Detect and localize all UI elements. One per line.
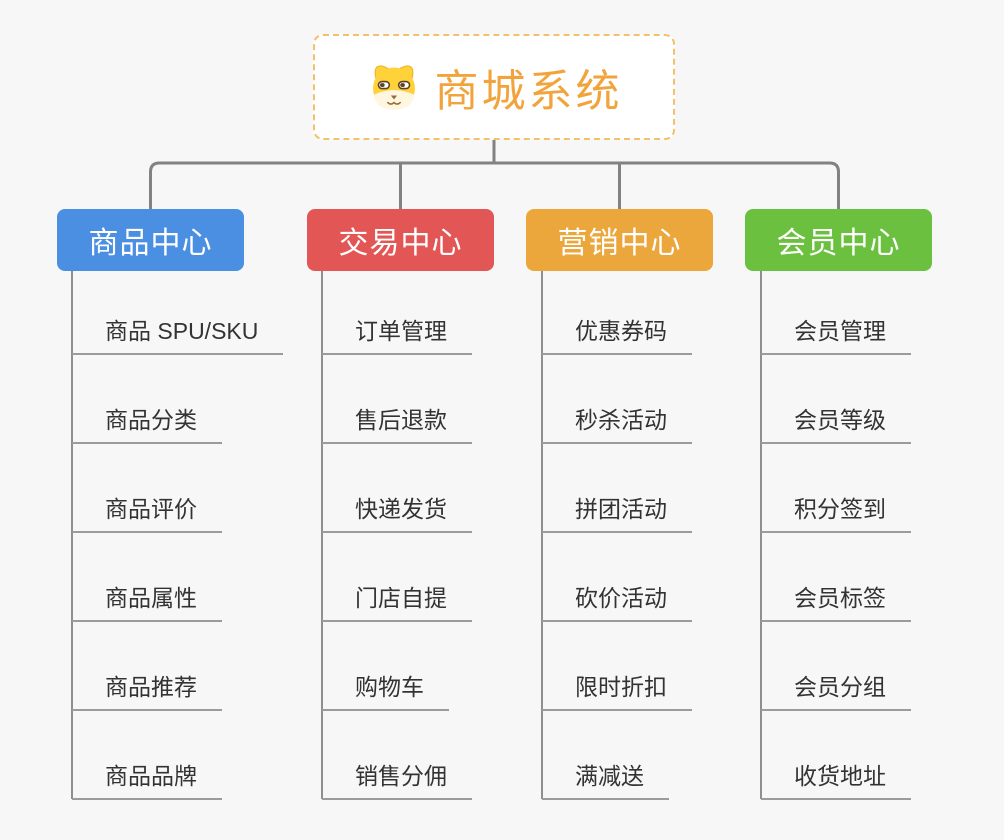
leaf-column-product: 商品 SPU/SKU 商品分类 商品评价 商品属性 商品推荐 商品品牌 (72, 318, 284, 800)
leaf-node[interactable]: 优惠券码 (542, 318, 692, 355)
root-title: 商城系统 (434, 67, 623, 116)
leaf-column-marketing: 优惠券码 秒杀活动 拼团活动 砍价活动 限时折扣 满减送 (542, 318, 692, 800)
branch-label: 商品中心 (88, 227, 213, 260)
leaf-node[interactable]: 满减送 (542, 763, 669, 800)
branch-node-trade[interactable]: 交易中心 (307, 209, 494, 271)
branch-node-member[interactable]: 会员中心 (745, 209, 932, 271)
leaf-node[interactable]: 限时折扣 (542, 674, 692, 711)
leaf-node[interactable]: 购物车 (322, 674, 449, 711)
leaf-node[interactable]: 拼团活动 (542, 496, 692, 533)
leaf-column-trade: 订单管理 售后退款 快递发货 门店自提 购物车 销售分佣 (322, 318, 472, 800)
leaf-node[interactable]: 快递发货 (322, 496, 472, 533)
branch-label: 会员中心 (776, 227, 901, 260)
leaf-node[interactable]: 商品评价 (72, 496, 222, 533)
leaf-node[interactable]: 积分签到 (761, 496, 911, 533)
leaf-node[interactable]: 会员管理 (761, 318, 911, 355)
branch-node-marketing[interactable]: 营销中心 (526, 209, 713, 271)
leaf-node[interactable]: 砍价活动 (542, 585, 692, 622)
leaf-node[interactable]: 售后退款 (322, 407, 472, 444)
leaf-node[interactable]: 会员标签 (761, 585, 911, 622)
leaf-node[interactable]: 商品分类 (72, 407, 222, 444)
branch-label: 交易中心 (338, 227, 463, 260)
leaf-node[interactable]: 商品推荐 (72, 674, 222, 711)
leaf-node[interactable]: 门店自提 (322, 585, 472, 622)
leaf-node[interactable]: 秒杀活动 (542, 407, 692, 444)
branch-label: 营销中心 (557, 227, 682, 260)
leaf-node[interactable]: 收货地址 (761, 763, 911, 800)
root-node[interactable]: 商城系统 (313, 34, 675, 140)
leaf-node[interactable]: 商品属性 (72, 585, 222, 622)
leaf-node[interactable]: 会员分组 (761, 674, 911, 711)
leaf-node[interactable]: 会员等级 (761, 407, 911, 444)
leaf-node[interactable]: 订单管理 (322, 318, 472, 355)
dog-face-icon (372, 65, 415, 110)
branch-node-product[interactable]: 商品中心 (57, 209, 244, 271)
leaf-node[interactable]: 商品 SPU/SKU (72, 318, 284, 355)
leaf-node[interactable]: 销售分佣 (322, 763, 472, 800)
leaf-column-member: 会员管理 会员等级 积分签到 会员标签 会员分组 收货地址 (761, 318, 911, 800)
leaf-node[interactable]: 商品品牌 (72, 763, 222, 800)
